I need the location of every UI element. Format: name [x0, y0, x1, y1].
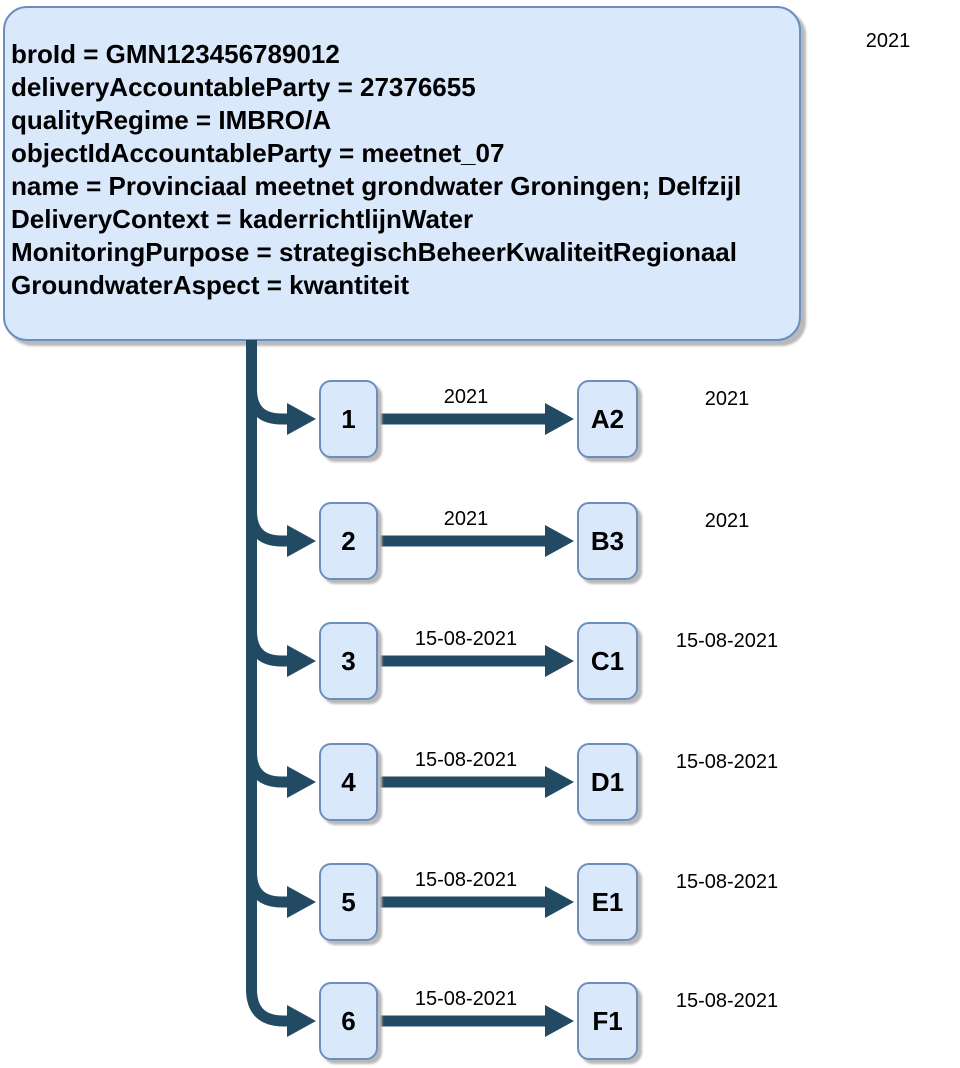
flow-arrowhead-5	[545, 886, 574, 918]
edge-date-label-5: 15-08-2021	[414, 869, 518, 891]
branch-connector-3	[246, 621, 287, 667]
info-line-monitoring-purpose: MonitoringPurpose = strategischBeheerKwa…	[11, 237, 737, 267]
flow-arrowhead-6	[545, 1005, 574, 1037]
source-node-1: 1	[319, 380, 378, 458]
monitoring-network-info-box: broId = GMN123456789012 deliveryAccounta…	[3, 6, 801, 341]
right-date-label-1: 2021	[704, 388, 750, 410]
info-line-object-id: objectIdAccountableParty = meetnet_07	[11, 138, 505, 168]
branch-connector-4	[246, 742, 287, 788]
branch-connector-1	[246, 379, 287, 425]
edge-date-label-4: 15-08-2021	[414, 749, 518, 771]
flow-arrowhead-4	[545, 766, 574, 798]
info-line-name: name = Provinciaal meetnet grondwater Gr…	[11, 171, 742, 201]
top-right-year-label: 2021	[865, 30, 911, 52]
flow-arrowhead-3	[545, 645, 574, 677]
edge-date-label-3: 15-08-2021	[414, 628, 518, 650]
source-node-2: 2	[319, 502, 378, 580]
branch-connector-5	[246, 862, 287, 908]
right-date-label-2: 2021	[704, 510, 750, 532]
branch-arrowhead-6	[287, 1005, 316, 1037]
edge-date-label-1: 2021	[443, 386, 489, 408]
right-date-label-5: 15-08-2021	[675, 871, 779, 893]
branch-arrowhead-1	[287, 403, 316, 435]
source-node-6: 6	[319, 982, 378, 1060]
branch-arrowhead-4	[287, 766, 316, 798]
target-node-e1: E1	[577, 863, 638, 941]
edge-date-label-6: 15-08-2021	[414, 988, 518, 1010]
info-line-delivery-context: DeliveryContext = kaderrichtlijnWater	[11, 204, 474, 234]
branch-arrowhead-5	[287, 886, 316, 918]
branch-arrowhead-2	[287, 525, 316, 557]
branch-arrowhead-3	[287, 645, 316, 677]
source-node-5: 5	[319, 863, 378, 941]
flow-arrowhead-1	[545, 403, 574, 435]
target-node-c1: C1	[577, 622, 638, 700]
target-node-a2: A2	[577, 380, 638, 458]
branch-connector-2	[246, 501, 287, 547]
trunk-connector	[246, 340, 289, 1027]
right-date-label-3: 15-08-2021	[675, 630, 779, 652]
info-line-quality-regime: qualityRegime = IMBRO/A	[11, 105, 331, 135]
info-line-delivery-accountable-party: deliveryAccountableParty = 27376655	[11, 72, 476, 102]
info-line-broid: broId = GMN123456789012	[11, 39, 340, 69]
flow-arrowhead-2	[545, 525, 574, 557]
info-line-groundwater-aspect: GroundwaterAspect = kwantiteit	[11, 270, 410, 300]
right-date-label-6: 15-08-2021	[675, 990, 779, 1012]
target-node-f1: F1	[577, 982, 638, 1060]
source-node-4: 4	[319, 743, 378, 821]
edge-date-label-2: 2021	[443, 508, 489, 530]
right-date-label-4: 15-08-2021	[675, 751, 779, 773]
target-node-b3: B3	[577, 502, 638, 580]
target-node-d1: D1	[577, 743, 638, 821]
source-node-3: 3	[319, 622, 378, 700]
